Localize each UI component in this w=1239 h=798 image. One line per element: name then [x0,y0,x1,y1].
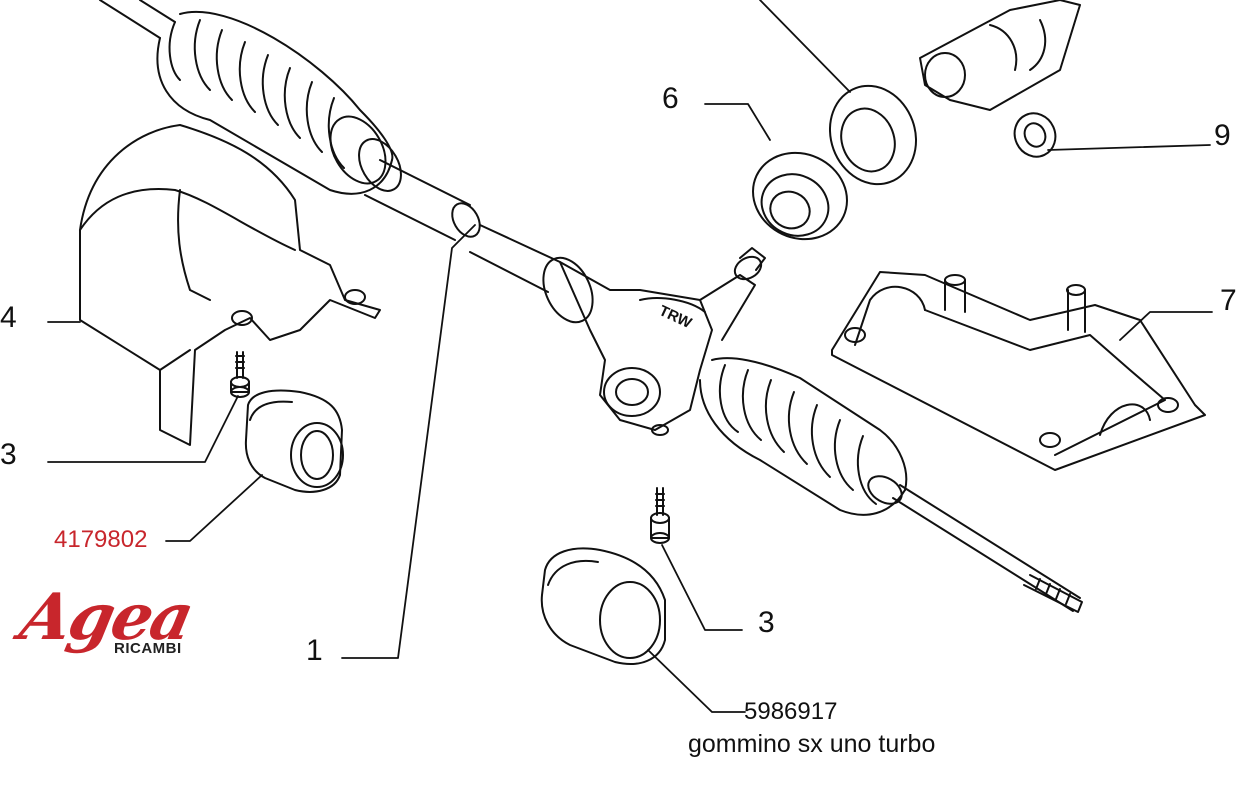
part-description: gommino sx uno turbo [688,730,936,758]
callout-4: 4 [0,301,17,334]
universal-joint [919,0,1081,111]
rack-tube [99,0,561,293]
callout-3-left: 3 [0,438,17,471]
shield-cover [79,124,381,446]
logo-subtitle: RICAMBI [114,640,182,657]
leader-6 [704,103,771,141]
right-tie-rod [892,484,1083,613]
callout-6: 6 [662,82,679,115]
leader-7 [1119,311,1213,341]
callout-9: 9 [1214,119,1231,152]
leader-4179802 [165,474,263,542]
leader-3a [47,395,239,463]
small-washer [1013,112,1057,158]
rack-housing [542,247,766,436]
leader-5 [759,0,851,93]
right-rubber-bushing [540,547,666,665]
left-rubber-bushing [244,389,344,493]
right-bellows-boot [699,357,908,516]
housing-brand-mark: TRW [656,302,695,332]
leader-lines [47,0,1213,713]
seal-ring [828,84,918,186]
callout-3-right: 3 [758,606,775,639]
callout-7: 7 [1220,284,1237,317]
agea-ricambi-logo: Agea RICAMBI [14,580,199,680]
left-bellows-boot [156,11,402,195]
screw-left [230,351,250,398]
part-number-left-bushing: 4179802 [54,526,148,553]
callout-1: 1 [306,634,323,667]
flanged-seal [752,151,848,241]
leader-3b [661,544,743,631]
leader-5986917 [647,649,746,713]
leader-1 [341,224,476,659]
part-number-right-bushing: 5986917 [744,698,838,725]
leader-9 [1047,144,1211,151]
mounting-bracket [831,271,1206,471]
screw-right [650,487,670,544]
